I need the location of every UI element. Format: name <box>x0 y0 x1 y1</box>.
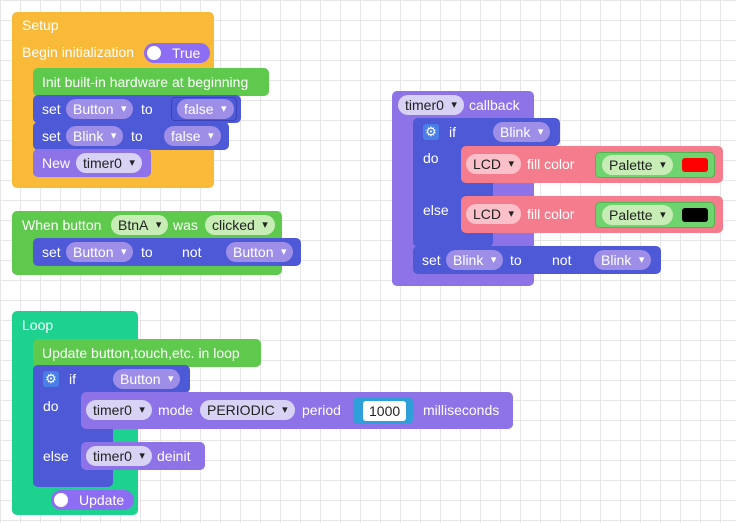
milliseconds-label: milliseconds <box>423 402 500 418</box>
set-keyword: set <box>42 101 61 117</box>
set-blink-not-block[interactable]: set Blink to not Blink <box>413 246 661 274</box>
palette-block[interactable]: Palette <box>595 152 715 178</box>
variable-dropdown-blink[interactable]: Blink <box>446 250 504 270</box>
false-dropdown[interactable]: false <box>177 99 234 119</box>
new-timer-block[interactable]: New timer0 <box>33 149 151 177</box>
not-keyword: not <box>552 252 572 268</box>
false-dropdown[interactable]: false <box>164 126 221 146</box>
lcd-dropdown[interactable]: LCD <box>466 154 522 174</box>
if-keyword: if <box>449 124 456 140</box>
timer-dropdown[interactable]: timer0 <box>86 446 152 466</box>
period-input[interactable]: 1000 <box>363 401 407 421</box>
variable-dropdown-button[interactable]: Button <box>66 242 134 262</box>
button-select-dropdown[interactable]: BtnA <box>111 215 169 235</box>
gear-icon[interactable]: ⚙ <box>423 124 439 140</box>
update-loop-block[interactable]: Update button,touch,etc. in loop <box>33 339 261 367</box>
loop-title: Loop <box>22 317 54 333</box>
red-color-swatch[interactable] <box>682 158 708 172</box>
variable-dropdown-button[interactable]: Button <box>66 99 134 119</box>
do-keyword: do <box>423 150 439 166</box>
init-hardware-block[interactable]: Init built-in hardware at beginning <box>33 68 269 96</box>
to-keyword: to <box>141 244 153 260</box>
deinit-label: deinit <box>157 448 191 464</box>
update-toggle[interactable]: Update <box>51 490 135 510</box>
lcd-fill-do-block[interactable]: LCD fill color Palette <box>461 146 723 183</box>
set-keyword: set <box>42 128 61 144</box>
else-keyword: else <box>423 202 449 218</box>
if-condition-row: ⚙ if Blink <box>413 118 560 146</box>
mode-dropdown[interactable]: PERIODIC <box>200 400 295 420</box>
not-keyword: not <box>182 244 202 260</box>
gear-icon[interactable]: ⚙ <box>43 371 59 387</box>
blink-condition-dropdown[interactable]: Blink <box>493 122 551 142</box>
set-blink-block[interactable]: set Blink to false <box>33 122 229 150</box>
variable-dropdown-blink[interactable]: Blink <box>66 126 124 146</box>
to-keyword: to <box>131 128 143 144</box>
period-label: period <box>302 402 341 418</box>
timer-dropdown[interactable]: timer0 <box>86 400 152 420</box>
set-keyword: set <box>422 252 441 268</box>
else-keyword: else <box>43 448 69 464</box>
lcd-dropdown[interactable]: LCD <box>466 204 522 224</box>
set-button-block[interactable]: set Button to false <box>33 95 241 123</box>
variable-dropdown-button[interactable]: Button <box>226 242 294 262</box>
timer-dropdown[interactable]: timer0 <box>398 95 464 115</box>
if-keyword: if <box>69 371 76 387</box>
do-keyword: do <box>43 398 59 414</box>
callback-label: callback <box>469 97 520 113</box>
begin-initialization-label: Begin initialization <box>22 44 135 60</box>
begin-initialization-toggle[interactable]: True <box>144 43 211 63</box>
set-not-block[interactable]: set Button to not Button <box>33 238 301 266</box>
setup-title: Setup <box>22 17 59 33</box>
fill-color-label: fill color <box>527 156 575 172</box>
black-color-swatch[interactable] <box>682 208 708 222</box>
button-action-dropdown[interactable]: clicked <box>205 215 275 235</box>
timer-mode-block[interactable]: timer0 mode PERIODIC period 1000 millise… <box>81 392 513 429</box>
to-keyword: to <box>510 252 522 268</box>
timer-dropdown[interactable]: timer0 <box>76 153 142 173</box>
new-keyword: New <box>42 155 71 171</box>
update-loop-label: Update button,touch,etc. in loop <box>42 345 240 361</box>
palette-dropdown[interactable]: Palette <box>602 155 673 175</box>
to-keyword: to <box>141 101 153 117</box>
fill-color-label: fill color <box>527 206 575 222</box>
timer-deinit-block[interactable]: timer0 deinit <box>81 442 205 470</box>
mode-label: mode <box>158 402 194 418</box>
init-hardware-label: Init built-in hardware at beginning <box>42 74 249 90</box>
lcd-fill-else-block[interactable]: LCD fill color Palette <box>461 196 723 233</box>
button-condition-dropdown[interactable]: Button <box>113 369 181 389</box>
variable-dropdown-blink[interactable]: Blink <box>594 250 652 270</box>
if-condition-row: ⚙ if Button <box>33 365 190 393</box>
palette-dropdown[interactable]: Palette <box>602 205 673 225</box>
when-button-label: When button <box>22 217 102 233</box>
palette-block[interactable]: Palette <box>595 202 715 228</box>
was-label: was <box>173 217 198 233</box>
set-keyword: set <box>42 244 61 260</box>
